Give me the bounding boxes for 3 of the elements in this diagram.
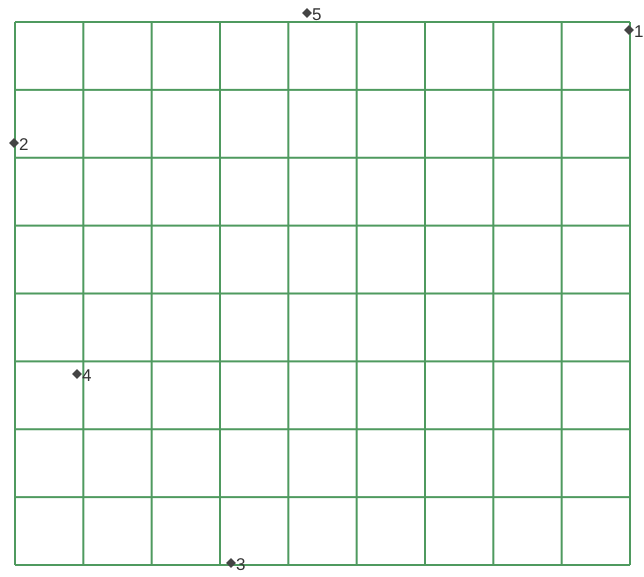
point-label: 5 [312, 6, 322, 23]
point-label: 1 [634, 23, 644, 40]
point-label: 2 [19, 136, 28, 153]
